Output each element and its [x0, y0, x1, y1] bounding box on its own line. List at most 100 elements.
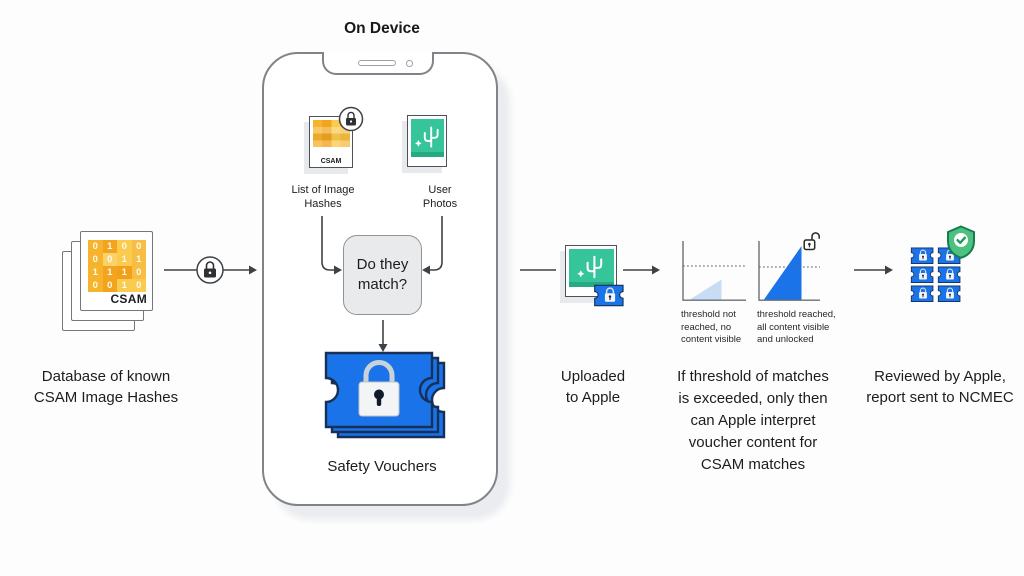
- hash-mosaic: 0 1 0 0 0 0 1 1 1 1 1 0 0 0 1 0: [88, 240, 146, 292]
- csam-tag: CSAM: [110, 292, 147, 306]
- voucher-mini-icon: [910, 285, 934, 303]
- lock-keyhole: [808, 242, 811, 246]
- match-question: Do they match?: [357, 255, 409, 295]
- hash-list-icon: CSAM: [309, 116, 353, 168]
- phone-notch: [322, 52, 434, 75]
- safety-vouchers-label: Safety Vouchers: [327, 458, 437, 475]
- lock-keyhole-stem: [808, 244, 810, 248]
- match-question-line2: match?: [357, 276, 408, 293]
- hash-mosaic-small: [312, 119, 350, 147]
- user-photos-label-line2: Photos: [422, 197, 458, 210]
- hash-digit: 0: [88, 253, 103, 266]
- explanation-line: is exceeded, only then: [678, 390, 828, 407]
- chart-axes: [758, 241, 820, 301]
- hash-digit: 1: [88, 266, 103, 279]
- lock-keyhole: [208, 271, 212, 275]
- database-label: Database of known CSAM Image Hashes: [8, 366, 204, 408]
- match-question-line1: Do they: [356, 256, 409, 273]
- phone-device: CSAM List of Image Hashes User Photos Do…: [262, 52, 498, 506]
- lock-keyhole: [374, 389, 384, 400]
- arrowhead: [249, 265, 257, 275]
- explanation-line: CSAM matches: [700, 456, 806, 473]
- hash-digit: 0: [102, 279, 117, 292]
- lock-keyhole-stem: [376, 396, 382, 406]
- checkmark: [956, 236, 966, 244]
- camera-dot: [406, 60, 413, 67]
- threshold-chart-reached: [758, 241, 820, 301]
- caption-line: and unlocked: [757, 334, 814, 345]
- voucher-mini-icon: [910, 247, 934, 265]
- open-shackle: [811, 232, 820, 240]
- hash-digit: 1: [131, 253, 146, 266]
- safety-vouchers-icon: [324, 351, 446, 439]
- threshold-explanation: If threshold of matches is exceeded, onl…: [640, 366, 866, 476]
- photo-thumbnail: [568, 248, 614, 287]
- shield-check-icon: [947, 225, 975, 259]
- hash-list-label-line2: Hashes: [304, 197, 342, 210]
- cactus-photo-icon: [574, 250, 608, 284]
- caption-line: all content visible: [757, 321, 830, 333]
- review-label-line1: Reviewed by Apple,: [874, 368, 1006, 385]
- photo-thumbnail: [410, 118, 444, 157]
- voucher-front: [324, 351, 434, 429]
- lock-shackle: [363, 360, 395, 382]
- caption-line: threshold not: [681, 309, 736, 320]
- uploaded-photo-icon: [565, 245, 617, 297]
- review-label-line2: report sent to NCMEC: [866, 389, 1014, 406]
- circle: [196, 256, 224, 284]
- hash-digit: 1: [117, 253, 132, 266]
- user-photos-icon: [407, 115, 447, 167]
- hash-list-label: List of Image Hashes: [273, 184, 373, 211]
- hash-digit: 0: [131, 279, 146, 292]
- review-label: Reviewed by Apple, report sent to NCMEC: [856, 366, 1024, 408]
- user-photos-label: User Photos: [390, 184, 490, 211]
- match-box: Do they match?: [343, 235, 422, 315]
- hash-digit: 0: [117, 240, 132, 253]
- explanation-line: can Apple interpret: [690, 412, 816, 429]
- caption-line: content visible: [681, 334, 742, 345]
- hash-digit: 0: [131, 266, 146, 279]
- caption-reached: threshold reached, all content visible a…: [757, 309, 849, 347]
- voucher-mini-icon: [910, 266, 934, 284]
- uploaded-label-line1: Uploaded: [560, 368, 626, 385]
- matches-triangle-large: [764, 246, 802, 300]
- explanation-line: voucher content for: [688, 434, 818, 451]
- arrowhead: [885, 265, 893, 275]
- uploaded-label-line2: to Apple: [565, 389, 621, 406]
- chart-axes: [682, 241, 746, 301]
- threshold-chart-not-reached: [682, 241, 746, 301]
- db-card-front: 0 1 0 0 0 0 1 1 1 1 1 0 0 0 1 0 CSAM: [80, 231, 153, 311]
- check-circle: [954, 233, 968, 247]
- photo-ground-strip: [568, 281, 614, 287]
- database-label-line2: CSAM Image Hashes: [33, 389, 179, 406]
- hash-digit: 1: [102, 266, 117, 279]
- hash-digit: 1: [102, 240, 117, 253]
- cactus-photo-icon: [412, 120, 444, 154]
- hash-digit: 0: [102, 253, 117, 266]
- user-photos-label-line1: User: [428, 184, 452, 196]
- uploaded-label: Uploaded to Apple: [540, 366, 646, 408]
- hash-digit: 0: [131, 240, 146, 253]
- hash-digit: 1: [117, 266, 132, 279]
- hash-digit: 0: [88, 279, 103, 292]
- lock-body: [204, 268, 216, 278]
- lock-circle-icon: [196, 256, 224, 284]
- caption-not-reached: threshold not reached, no content visibl…: [681, 309, 761, 347]
- hash-digit: 1: [117, 279, 132, 292]
- voucher-badge-icon: [593, 284, 627, 307]
- lock-shackle: [205, 261, 215, 269]
- on-device-title: On Device: [344, 20, 420, 37]
- voucher-mini-icon: [937, 266, 961, 284]
- caption-line: threshold reached,: [757, 309, 836, 320]
- explanation-line: If threshold of matches: [677, 368, 829, 385]
- database-label-line1: Database of known: [41, 368, 171, 385]
- unlock-icon: [803, 232, 820, 251]
- matches-triangle-small: [690, 279, 722, 300]
- caption-line: reached, no: [681, 321, 732, 333]
- photo-ground-strip: [410, 151, 444, 157]
- hash-digit: 0: [88, 240, 103, 253]
- arrowhead: [652, 265, 660, 275]
- voucher-mini-icon: [937, 285, 961, 303]
